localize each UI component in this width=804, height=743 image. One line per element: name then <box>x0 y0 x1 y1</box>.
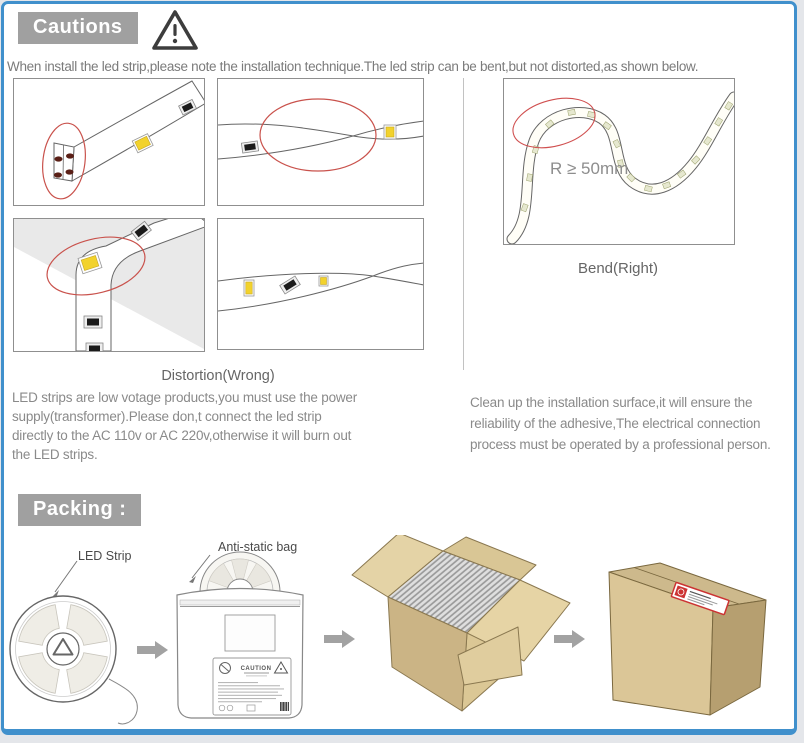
right-arrow-icon <box>324 630 355 648</box>
anti-static-bag-label: Anti-static bag <box>218 540 298 554</box>
warning-triangle-icon <box>152 10 198 50</box>
bend-caption: Bend(Right) <box>577 260 659 277</box>
bag-caution-sticker: CAUTION <box>212 657 292 716</box>
bag-caution-text: CAUTION <box>241 666 272 672</box>
sealed-carton-illustration <box>608 562 767 716</box>
right-arrow-icon <box>137 641 168 659</box>
cautions-section-title: Cautions <box>18 12 138 44</box>
packing-section-title: Packing : <box>18 494 142 526</box>
shipping-label <box>670 581 730 616</box>
distortion-caption: Distortion(Wrong) <box>161 368 275 384</box>
section-divider <box>463 78 464 370</box>
power-supply-note: LED strips are low votage products,you m… <box>12 390 358 462</box>
packing-flow-illustration: CAUTION <box>9 535 767 725</box>
led-strip-reel-illustration <box>9 595 138 725</box>
anti-static-bag-leader-line <box>189 554 211 583</box>
figure-strip-gentle-twist-distortion <box>217 218 424 350</box>
figure-strip-corner-fold-distortion <box>13 218 205 352</box>
bend-radius-note: R ≥ 50mm <box>550 159 628 178</box>
led-strip-label: LED Strip <box>78 549 132 563</box>
figure-strip-twist-distortion <box>217 78 424 206</box>
surface-cleaning-note: Clean up the installation surface,it wil… <box>470 395 771 452</box>
figure-strip-end-distortion <box>13 78 205 206</box>
open-carton-illustration <box>351 535 571 712</box>
right-arrow-icon <box>554 630 585 648</box>
installation-intro-text: When install the led strip,please note t… <box>7 59 699 74</box>
product-caution-page: Cautions When install the led strip,plea… <box>1 1 797 735</box>
anti-static-bag-illustration: CAUTION <box>176 551 304 719</box>
figure-correct-bend: R ≥ 50mm <box>503 78 735 245</box>
led-strip-leader-line <box>52 560 78 598</box>
